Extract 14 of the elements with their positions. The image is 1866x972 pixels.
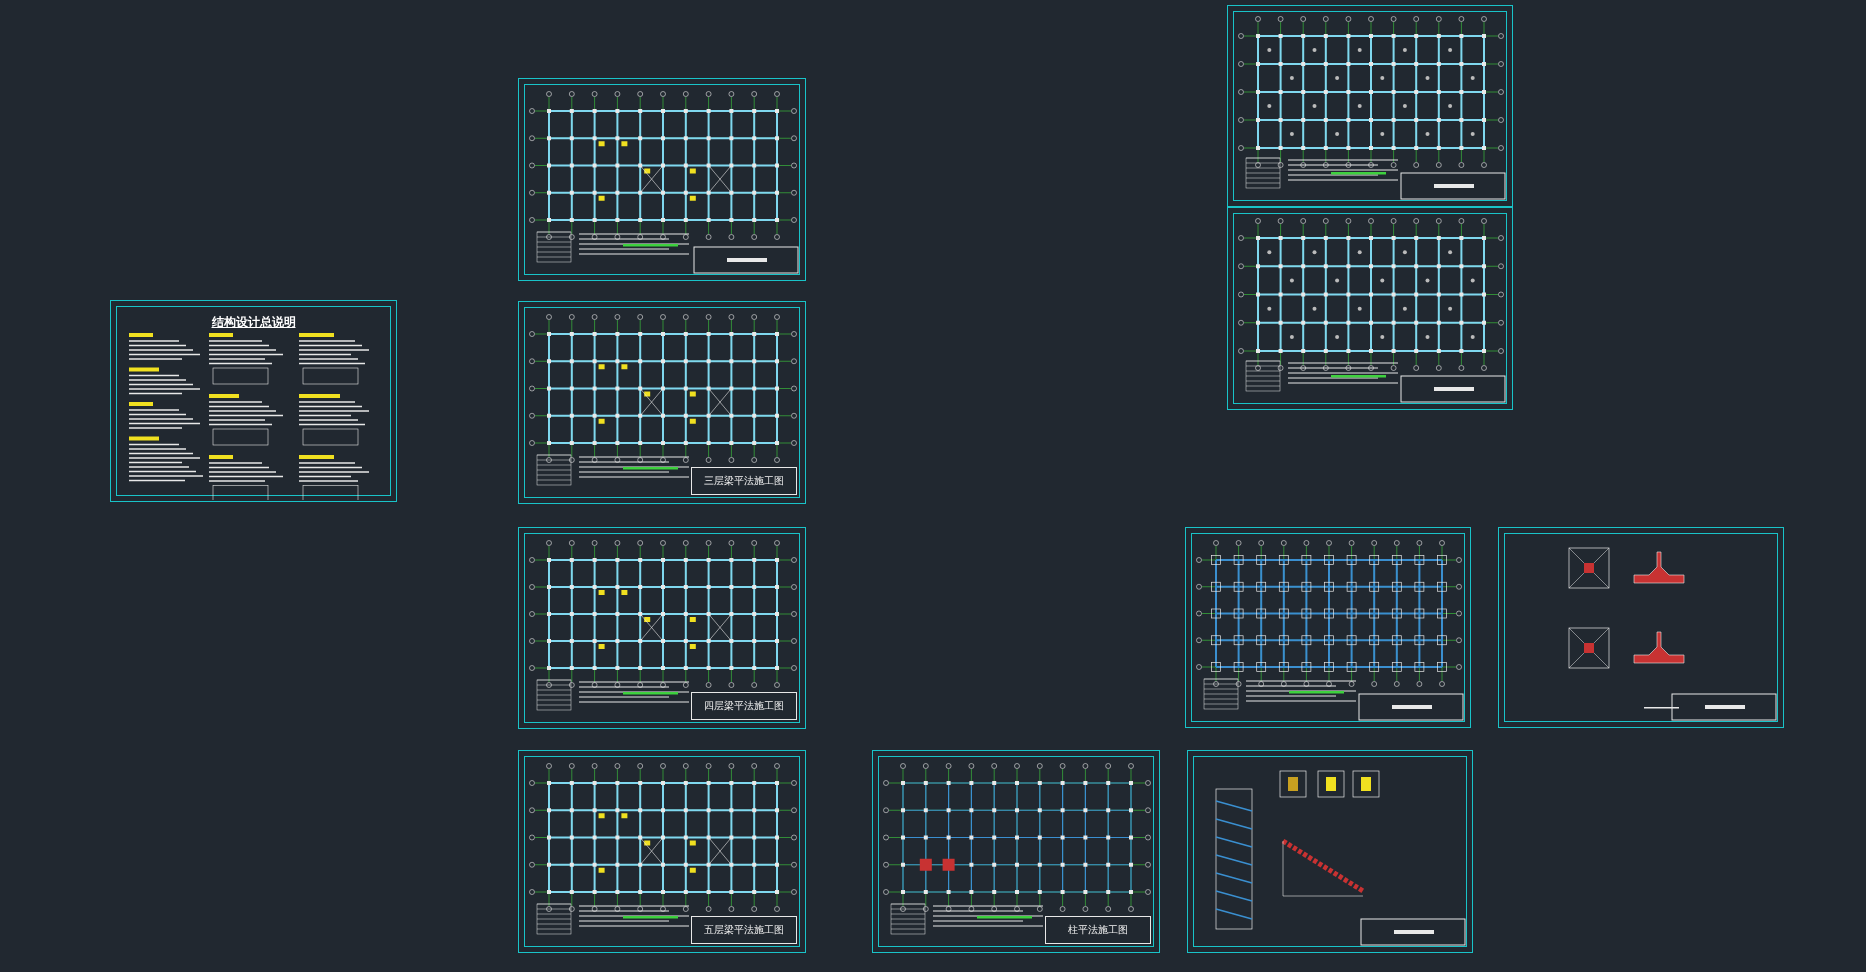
drawing-sheet bbox=[1498, 527, 1784, 728]
drawing-sheet bbox=[872, 750, 1160, 953]
sheet-title: 三层梁平法施工图 bbox=[704, 476, 784, 486]
drawing-sheet bbox=[518, 527, 806, 729]
drawing-sheet bbox=[1185, 527, 1471, 728]
drawing-sheet bbox=[518, 78, 806, 281]
drawing-sheet bbox=[110, 300, 397, 502]
sheet-title: 柱平法施工图 bbox=[1068, 925, 1128, 935]
drawing-sheet bbox=[518, 301, 806, 504]
sheet-title: 结构设计总说明 bbox=[211, 315, 296, 329]
sheet-title: 四层梁平法施工图 bbox=[704, 701, 784, 711]
drawing-sheet bbox=[518, 750, 806, 953]
drawing-sheet bbox=[1187, 750, 1473, 953]
sheet-title: 五层梁平法施工图 bbox=[704, 925, 784, 935]
